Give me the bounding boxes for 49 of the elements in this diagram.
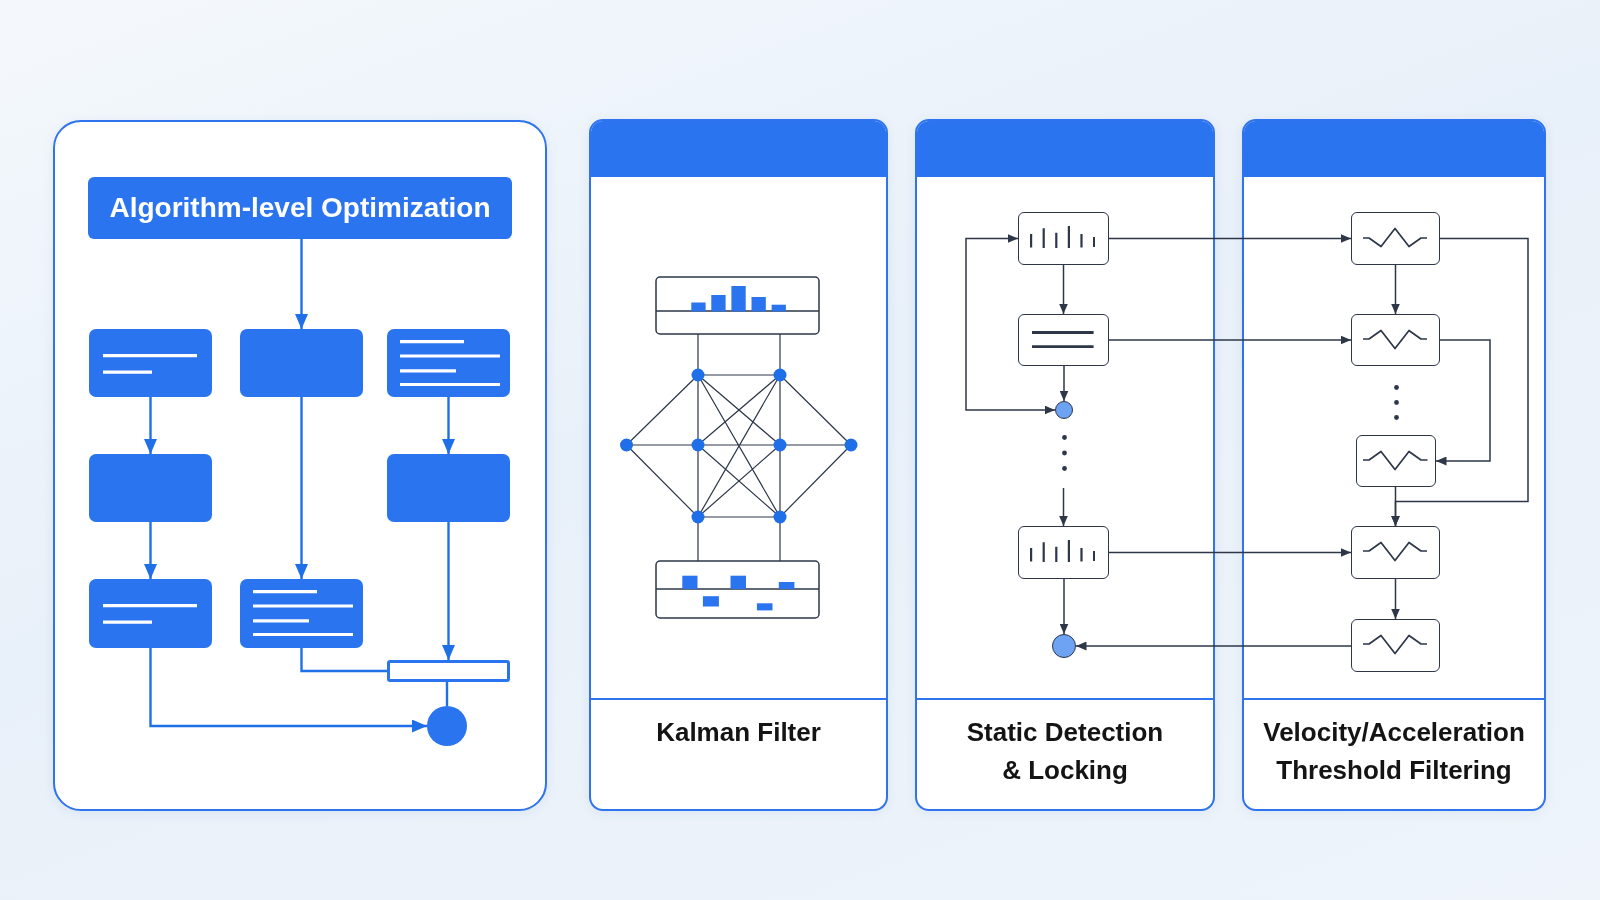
process-box bbox=[240, 579, 363, 648]
process-box bbox=[387, 454, 510, 522]
arrow bbox=[1391, 486, 1400, 527]
arrow bbox=[1108, 234, 1352, 243]
process-box bbox=[240, 329, 363, 397]
process-box bbox=[89, 454, 212, 522]
process-box bbox=[387, 329, 510, 397]
process-box bbox=[1351, 212, 1440, 265]
panel-card bbox=[1242, 119, 1546, 811]
panel-card bbox=[589, 119, 888, 811]
arrow bbox=[1059, 578, 1069, 635]
end-circle bbox=[427, 706, 467, 746]
arrow bbox=[1059, 365, 1069, 402]
arrow bbox=[1435, 339, 1491, 466]
merge-bar bbox=[387, 660, 510, 682]
panel-label: Kalman Filter bbox=[656, 716, 821, 749]
title-banner: Algorithm-level Optimization bbox=[88, 177, 512, 239]
process-box bbox=[1018, 212, 1109, 265]
arrow bbox=[295, 397, 308, 579]
junction-circle bbox=[1055, 401, 1073, 419]
process-box bbox=[89, 329, 212, 397]
arrow bbox=[1059, 264, 1068, 315]
process-box bbox=[1351, 526, 1440, 579]
arrow bbox=[149, 648, 427, 733]
double-arrow bbox=[965, 234, 1056, 415]
connector-line bbox=[445, 682, 449, 706]
panel-label: Static Detection & Locking bbox=[965, 716, 1165, 787]
arrow bbox=[1075, 641, 1352, 651]
arrow bbox=[1391, 578, 1400, 620]
panel-card bbox=[915, 119, 1215, 811]
arrow bbox=[144, 397, 157, 454]
arrow bbox=[442, 522, 455, 660]
process-box bbox=[1018, 526, 1109, 579]
process-box bbox=[1018, 314, 1109, 366]
arrow bbox=[1108, 548, 1352, 557]
process-box bbox=[1351, 619, 1440, 672]
process-box bbox=[1351, 314, 1440, 366]
arrow bbox=[1391, 264, 1400, 315]
arrow bbox=[1059, 487, 1068, 527]
arrow bbox=[144, 522, 157, 579]
panel-label: Velocity/Acceleration Threshold Filtering bbox=[1262, 716, 1526, 787]
panel-card bbox=[53, 120, 547, 811]
arrow bbox=[1108, 335, 1352, 345]
connector-line bbox=[300, 648, 387, 673]
arrow bbox=[295, 239, 308, 329]
process-box bbox=[89, 579, 212, 648]
process-box bbox=[1356, 435, 1436, 487]
junction-circle bbox=[1052, 634, 1076, 658]
arrow bbox=[442, 397, 455, 454]
